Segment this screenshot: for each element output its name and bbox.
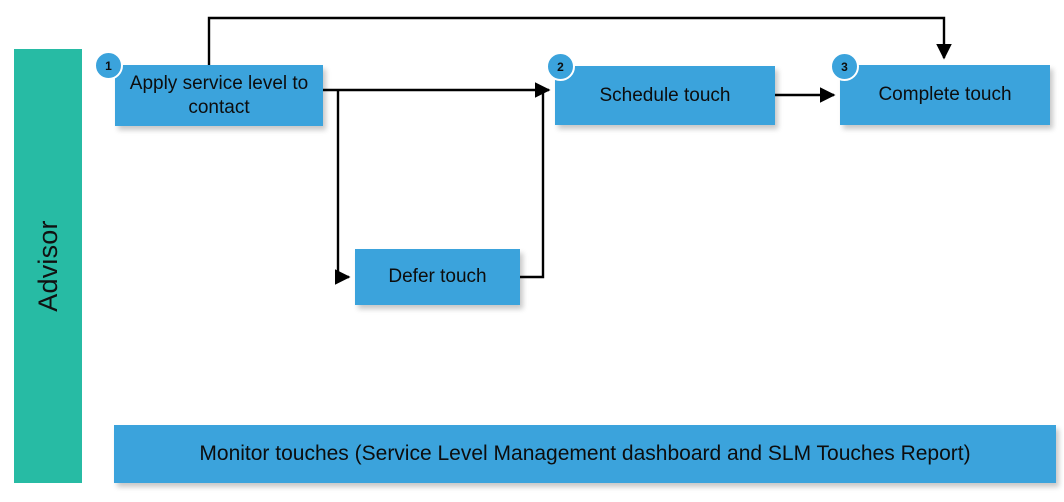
node-schedule-touch[interactable]: Schedule touch	[555, 66, 775, 125]
step-badge-3: 3	[830, 52, 859, 81]
connector-defer-to-schedule	[520, 91, 545, 279]
swimlane-label: Advisor	[32, 220, 63, 312]
step-badge-2: 2	[546, 52, 575, 81]
node-monitor-touches[interactable]: Monitor touches (Service Level Managemen…	[114, 425, 1056, 483]
node-complete-touch[interactable]: Complete touch	[840, 65, 1050, 125]
node-apply-service-level-to-contact[interactable]: Apply service level to contact	[115, 65, 323, 126]
connector-apply-to-defer	[334, 90, 351, 285]
node-defer-touch[interactable]: Defer touch	[355, 249, 520, 305]
step-badge-1: 1	[94, 51, 123, 80]
swimlane-advisor: Advisor	[14, 49, 82, 483]
